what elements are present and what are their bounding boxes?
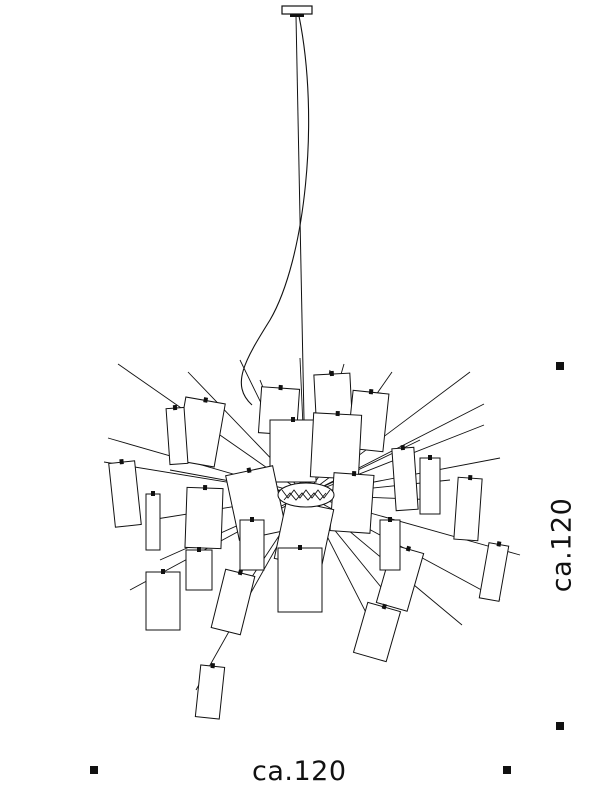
paper-leaf (210, 568, 256, 636)
paper-leaf (329, 470, 375, 534)
paper-leaf (239, 517, 265, 571)
ceiling-canopy-base (290, 14, 304, 17)
paper-leaf (184, 484, 224, 550)
paper-leaf (453, 474, 483, 542)
paper-leaf (352, 601, 402, 663)
paper-leaf (165, 404, 189, 466)
paper-leaf (379, 517, 401, 571)
paper-leaf (309, 410, 363, 480)
paper-leaf (277, 545, 323, 613)
height-dimension-label: ca.120 (546, 497, 578, 593)
central-hub (277, 482, 335, 508)
paper-leaf (108, 458, 142, 528)
paper-leaves (108, 370, 510, 720)
width-dimension-label: ca.120 (252, 756, 347, 787)
paper-leaf (185, 547, 213, 591)
paper-leaf (313, 370, 353, 420)
paper-leaf (269, 417, 317, 483)
wire-rod (159, 494, 307, 561)
suspension-cable (295, 15, 306, 471)
paper-leaf (194, 662, 226, 720)
dimension-marker-right-bottom (556, 722, 564, 730)
paper-leaf (145, 569, 181, 631)
dimension-marker-bottom-right (503, 766, 511, 774)
dimension-marker-right-top (556, 362, 564, 370)
ceiling-canopy (281, 5, 313, 15)
paper-leaf (145, 491, 161, 551)
paper-leaf (391, 444, 419, 512)
dimension-marker-bottom-left (90, 766, 98, 774)
paper-leaf (419, 455, 441, 515)
power-cord (240, 15, 310, 406)
paper-leaf (478, 541, 510, 602)
